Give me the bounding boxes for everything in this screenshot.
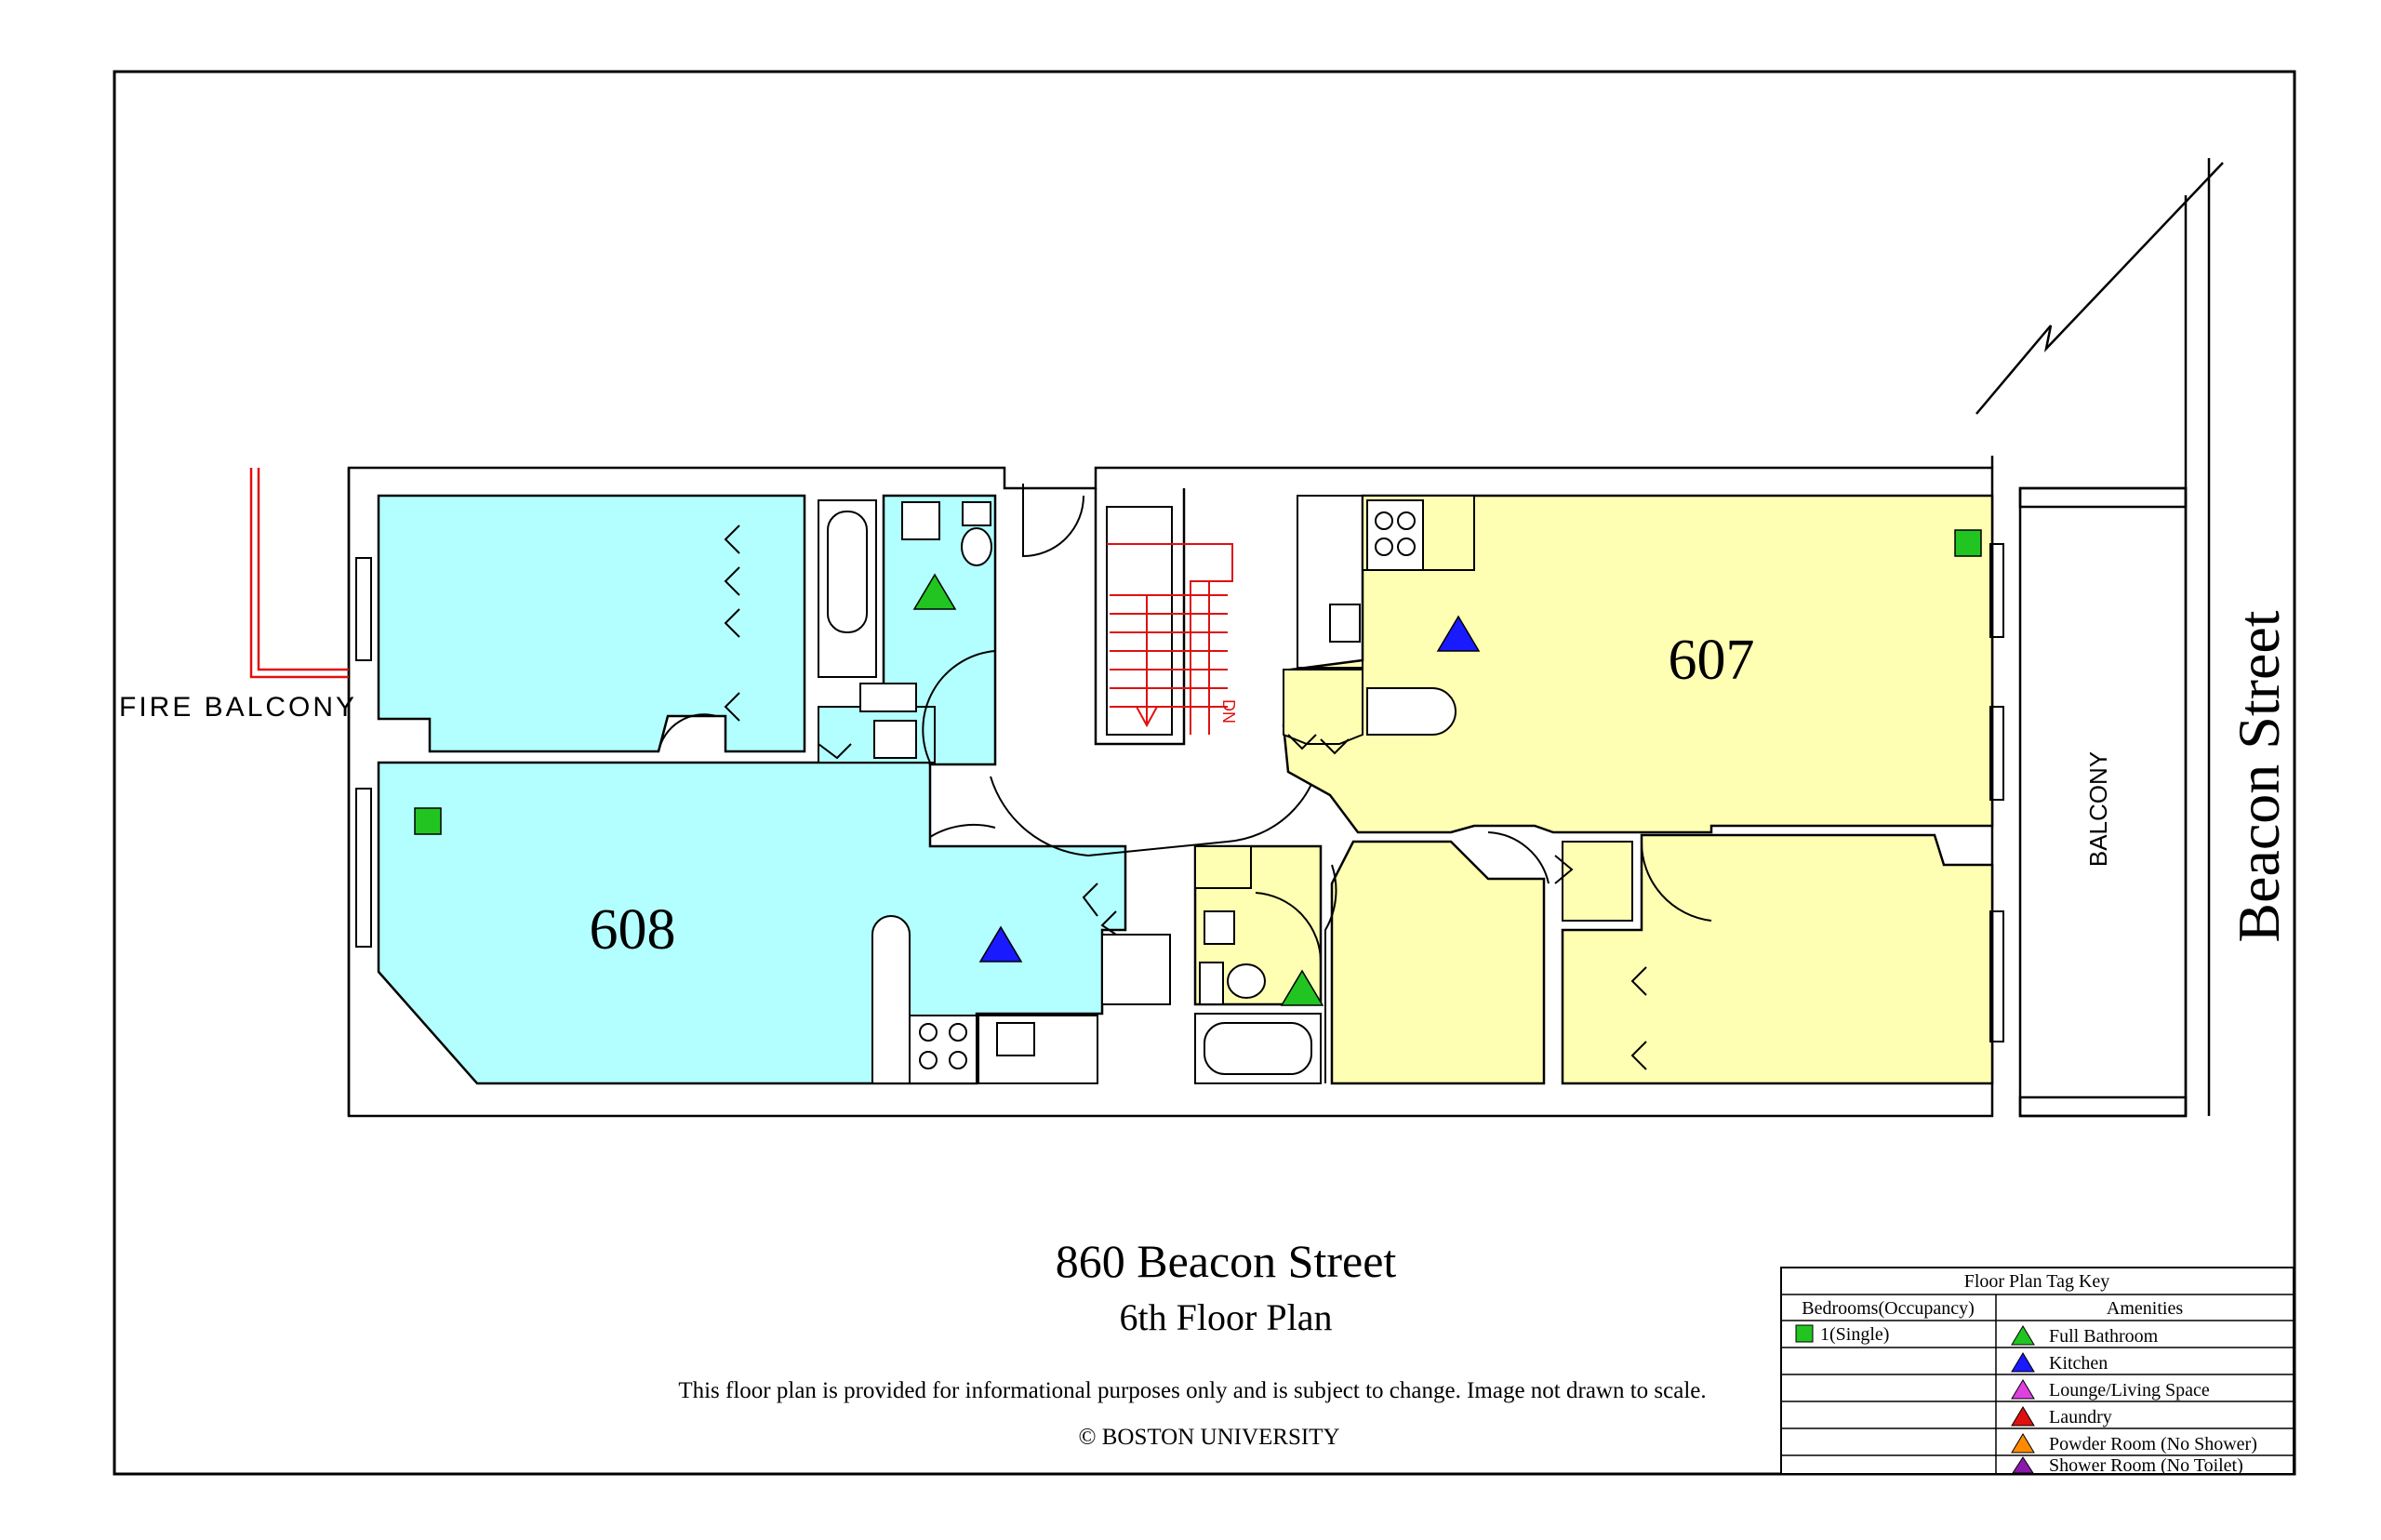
unit-607-bathroom-tag (1280, 969, 1324, 1006)
unit-608-stove (909, 1015, 978, 1084)
unit-608-fixtures (818, 499, 1171, 1084)
unit-607-closet (1562, 841, 1633, 922)
unit-608-counter (871, 915, 911, 1084)
key-bedroom-swatch (1795, 1324, 1814, 1343)
unit-607-kitchen-tag (1436, 615, 1481, 652)
floor-title: 6th Floor Plan (1120, 1296, 1333, 1338)
unit-607-stove (1366, 499, 1424, 571)
windows (355, 543, 2004, 1042)
copyright: © BOSTON UNIVERSITY (1078, 1425, 1339, 1450)
balcony (1975, 158, 2224, 1118)
unit-608-bedroom-tag (414, 807, 442, 835)
unit-607-bedroom-a (1330, 840, 1546, 1085)
unit-608-bathroom-tag (912, 573, 957, 610)
unit-607-counter (1366, 687, 1457, 736)
balcony-label: BALCONY (2084, 751, 2112, 867)
fire-balcony-label: FIRE BALCONY (119, 692, 357, 723)
street-label: Beacon Street (2226, 610, 2292, 942)
key-laundry-label: Laundry (2049, 1407, 2112, 1427)
key-lounge-label: Lounge/Living Space (2049, 1380, 2210, 1401)
unit-607-bedroom-tag (1954, 529, 1982, 557)
tag-key: Floor Plan Tag Key Bedrooms(Occupancy) A… (1780, 1267, 2295, 1476)
key-bedrooms-header: Bedrooms(Occupancy) (1802, 1298, 1975, 1319)
sink (901, 501, 940, 540)
tags (414, 529, 1982, 1006)
unit-608-bedroom-a (377, 494, 806, 753)
unit-607-doors (1255, 734, 1712, 1083)
unit-608-sink (996, 1022, 1035, 1056)
page-frame (113, 70, 2296, 1476)
key-shower-room-swatch (2012, 1456, 2034, 1474)
key-amenities-header: Amenities (2107, 1298, 2183, 1319)
key-title: Floor Plan Tag Key (1964, 1271, 2110, 1292)
stair-hall: DN (990, 488, 1322, 857)
key-lounge-swatch (2011, 1379, 2035, 1400)
key-shower-room-label: Shower Room (No Toilet) (2049, 1455, 2243, 1476)
key-bedroom-label: 1(Single) (1820, 1324, 1889, 1345)
unit-607 (1193, 494, 1994, 1085)
toilet (961, 527, 992, 566)
unit-608-doors (658, 484, 1117, 936)
unit-607-label: 607 (1669, 629, 1755, 692)
key-full-bathroom-swatch (2011, 1325, 2035, 1346)
stairs (1107, 543, 1233, 735)
key-full-bathroom-label: Full Bathroom (2049, 1326, 2159, 1347)
key-powder-room-label: Powder Room (No Shower) (2049, 1434, 2257, 1454)
unit-608-kitchen-tag (978, 925, 1023, 962)
key-powder-room-swatch (2011, 1433, 2035, 1454)
key-laundry-swatch (2011, 1406, 2035, 1427)
unit-607-toilet (1227, 963, 1266, 999)
fire-balcony (249, 468, 349, 679)
unit-608-label: 608 (590, 898, 676, 962)
unit-607-sink (1204, 910, 1235, 945)
disclaimer: This floor plan is provided for informat… (678, 1378, 1706, 1403)
building-outline (347, 466, 1994, 1118)
unit-608 (377, 494, 1127, 1085)
key-kitchen-swatch (2011, 1352, 2035, 1373)
key-kitchen-label: Kitchen (2049, 1353, 2108, 1374)
unit-607-bedroom-b (1561, 833, 1994, 1085)
unit-607-fixtures (1194, 495, 1457, 1084)
stairs-dn-label: DN (1219, 699, 1238, 724)
building-title: 860 Beacon Street (1056, 1235, 1397, 1287)
